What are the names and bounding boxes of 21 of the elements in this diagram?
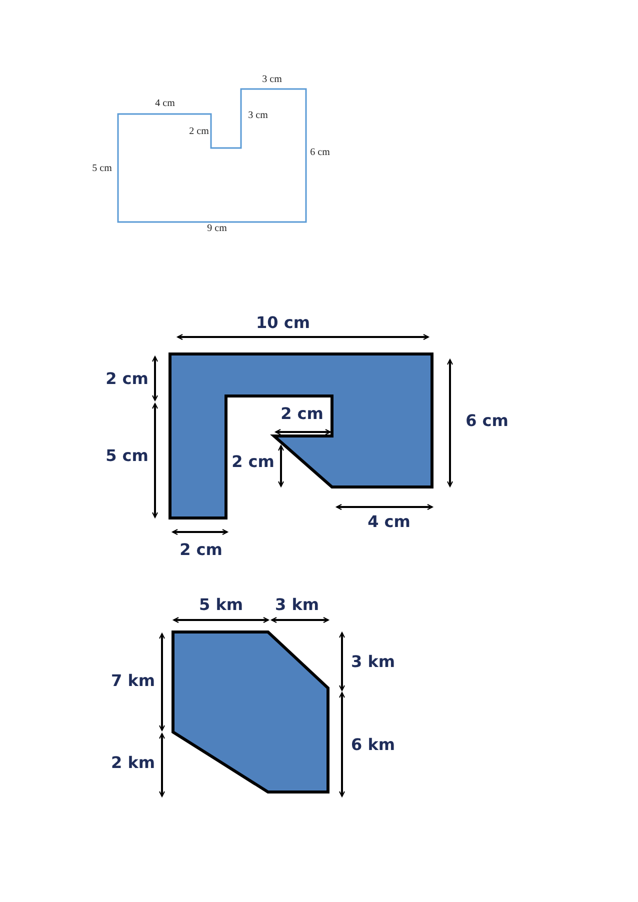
dimension-label: 3 cm xyxy=(262,75,282,85)
dimension-label: 2 cm xyxy=(280,406,324,422)
dimension-label: 6 cm xyxy=(466,413,508,429)
dimension-label: 5 cm xyxy=(92,164,112,174)
dimension-label: 2 cm xyxy=(189,127,209,137)
dimension-label: 7 km xyxy=(111,673,155,689)
dimension-label: 2 cm xyxy=(232,454,274,470)
dimension-label: 9 cm xyxy=(207,224,227,234)
dimension-label: 5 km xyxy=(199,597,243,613)
dimension-label: 2 km xyxy=(111,755,155,771)
dimension-label: 6 cm xyxy=(310,148,330,158)
dimension-label: 2 cm xyxy=(180,542,222,558)
dimension-label: 3 km xyxy=(275,597,319,613)
dimension-label: 2 cm xyxy=(106,371,148,387)
dimension-label: 6 km xyxy=(351,737,395,753)
dimension-label: 3 km xyxy=(351,654,395,670)
dimension-label: 3 cm xyxy=(248,111,268,121)
dimension-label: 5 cm xyxy=(106,448,148,464)
dimension-label: 10 cm xyxy=(256,315,310,331)
dimension-label: 4 cm xyxy=(155,99,175,109)
dimension-label: 4 cm xyxy=(368,514,410,530)
